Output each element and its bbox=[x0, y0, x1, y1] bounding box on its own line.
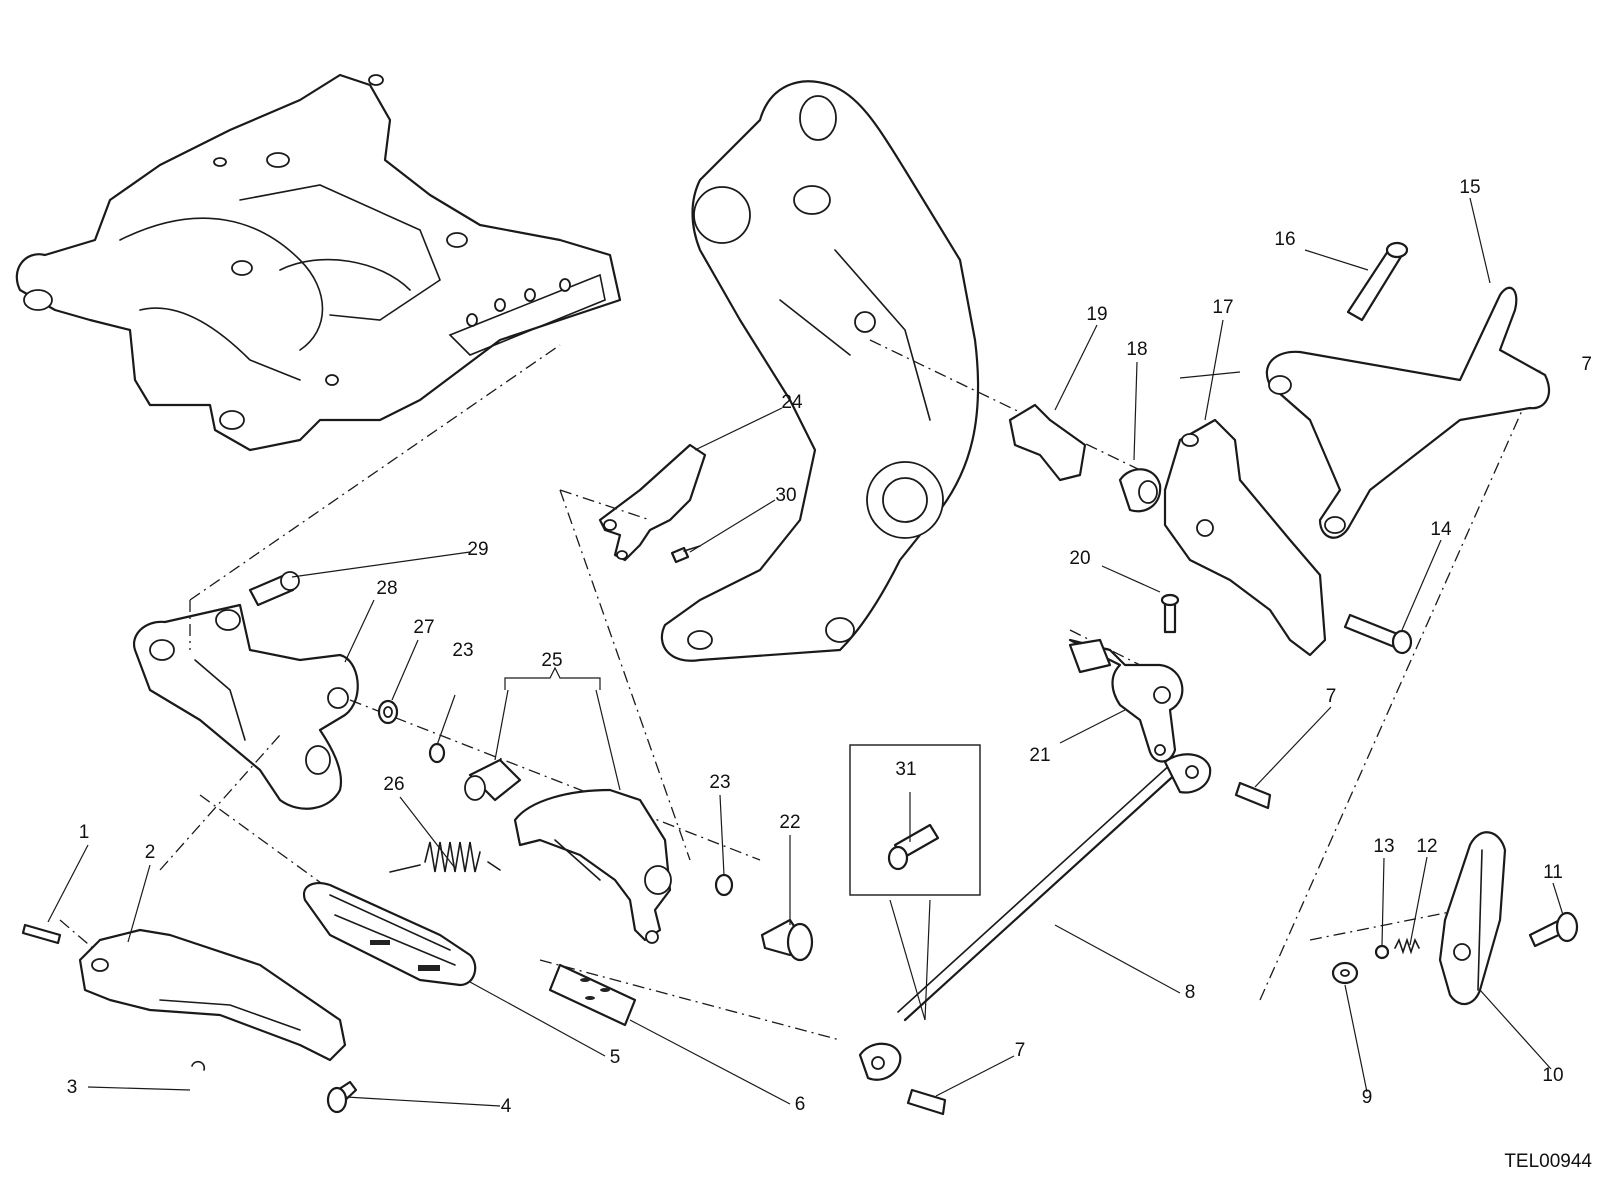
callout-20: 20 bbox=[1069, 548, 1090, 569]
part-28-bracket bbox=[132, 603, 359, 810]
part-21-shift-arm bbox=[1068, 638, 1184, 763]
callout-22: 22 bbox=[779, 812, 800, 833]
callout-17: 17 bbox=[1212, 297, 1233, 318]
part-27-washer bbox=[377, 699, 399, 725]
callout-9: 9 bbox=[1362, 1087, 1373, 1108]
part-17-bracket bbox=[1163, 418, 1327, 657]
part-4-screw bbox=[326, 1080, 358, 1114]
part-25-bushing bbox=[464, 758, 522, 802]
part-11-bolt bbox=[1528, 911, 1579, 948]
part-23-circlip-upper bbox=[428, 742, 446, 764]
callout-21: 21 bbox=[1029, 745, 1050, 766]
part-23-circlip-lower bbox=[714, 873, 734, 897]
callout-3: 3 bbox=[67, 1077, 78, 1098]
callout-24: 24 bbox=[781, 392, 803, 413]
part-12-spring bbox=[1394, 937, 1420, 955]
callout-19: 19 bbox=[1086, 304, 1107, 325]
callout-13: 13 bbox=[1373, 836, 1394, 857]
callout-1: 1 bbox=[79, 822, 90, 843]
part-7-bolt-a bbox=[1234, 781, 1272, 810]
callout-23-upper: 23 bbox=[452, 640, 473, 661]
callout-18: 18 bbox=[1126, 339, 1147, 360]
part-10-footpeg bbox=[1438, 831, 1507, 1006]
callout-11: 11 bbox=[1543, 862, 1563, 883]
part-9-washer bbox=[1331, 961, 1359, 985]
callout-23-lower: 23 bbox=[709, 772, 730, 793]
callout-10: 10 bbox=[1542, 1065, 1563, 1086]
part-20-screw bbox=[1160, 593, 1180, 634]
callout-28: 28 bbox=[376, 578, 397, 599]
part-3-clip bbox=[191, 1060, 206, 1071]
part-18-spacer bbox=[1118, 468, 1162, 513]
callout-14: 14 bbox=[1430, 519, 1452, 540]
callout-7-middle: 7 bbox=[1326, 686, 1337, 707]
callout-2: 2 bbox=[145, 842, 156, 863]
part-7-bolt-b bbox=[906, 1088, 947, 1116]
frame-subframe bbox=[15, 73, 622, 452]
part-5-footpeg bbox=[302, 882, 477, 987]
callout-27: 27 bbox=[413, 617, 434, 638]
part-16-bolt bbox=[1346, 241, 1409, 322]
callout-labels: 1 2 3 4 5 6 7 7 7 8 9 10 11 12 13 14 15 … bbox=[67, 177, 1592, 1117]
hanger-bracket bbox=[660, 80, 980, 662]
callout-6: 6 bbox=[795, 1094, 806, 1115]
drawing-code: TEL00944 bbox=[1504, 1151, 1592, 1172]
callout-30: 30 bbox=[775, 485, 796, 506]
callout-5: 5 bbox=[610, 1047, 621, 1068]
callout-7-upper: 7 bbox=[1581, 354, 1592, 375]
callout-8: 8 bbox=[1185, 982, 1196, 1003]
part-1-pin bbox=[21, 923, 62, 945]
callout-26: 26 bbox=[383, 774, 404, 795]
part-24-plate bbox=[598, 443, 707, 562]
part-22-pivot-bolt bbox=[760, 918, 814, 962]
callout-31: 31 bbox=[895, 759, 916, 780]
part-29-bolt bbox=[248, 571, 300, 607]
callout-15: 15 bbox=[1459, 177, 1480, 198]
part-14-bolt bbox=[1343, 613, 1413, 655]
callout-16: 16 bbox=[1274, 229, 1295, 250]
part-31-kit-box bbox=[849, 744, 981, 896]
callout-4: 4 bbox=[501, 1096, 512, 1117]
part-25-brake-lever bbox=[513, 788, 672, 944]
leader-lines bbox=[47, 197, 1564, 1107]
part-19-bushing bbox=[1008, 403, 1087, 482]
callout-25: 25 bbox=[541, 650, 562, 671]
callout-12: 12 bbox=[1416, 836, 1437, 857]
part-6-rubber bbox=[548, 963, 637, 1027]
part-2-heel-guard bbox=[78, 928, 347, 1062]
part-26-spring bbox=[389, 841, 501, 873]
part-8-rod bbox=[858, 753, 1212, 1081]
part-13-ball bbox=[1374, 944, 1390, 960]
callout-7-lower: 7 bbox=[1015, 1040, 1026, 1061]
callout-29: 29 bbox=[467, 539, 488, 560]
part-15-passenger-bracket bbox=[1265, 286, 1551, 539]
